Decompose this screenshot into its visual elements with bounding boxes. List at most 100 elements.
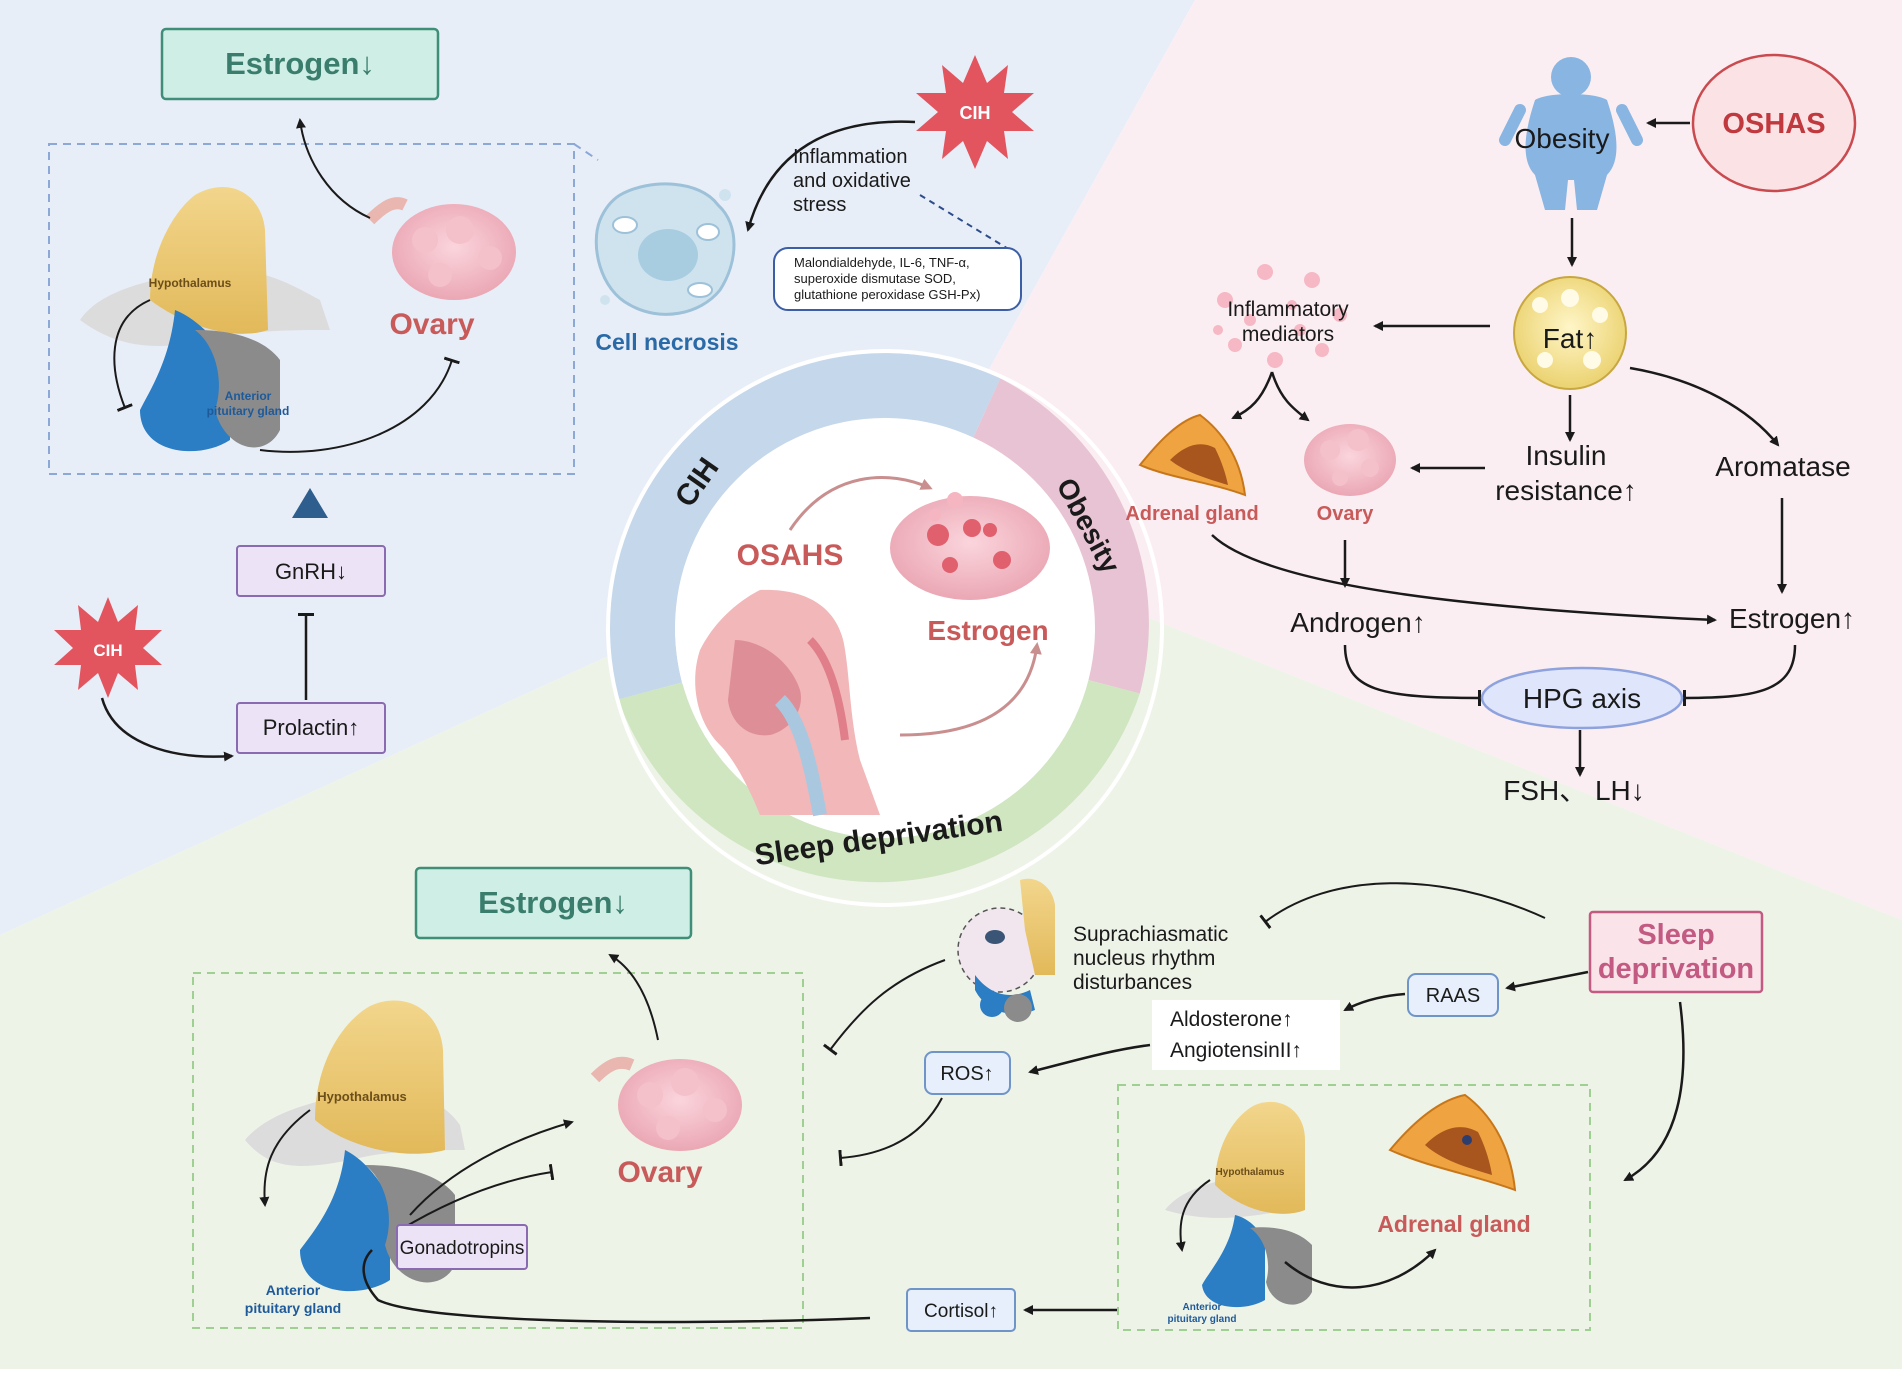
sleep-deprivation-line-2: deprivation (1598, 953, 1754, 985)
ring-sector-obesity (972, 378, 1149, 694)
raas-box (1407, 973, 1499, 1017)
cih-ovary-label: Ovary (389, 308, 474, 341)
cortisol-box (906, 1288, 1016, 1332)
cih-inhibit-pit-ovary (259, 356, 460, 453)
obese-person-icon (1499, 57, 1643, 210)
cih-pituitary-label-2: pituitary gland (207, 404, 290, 418)
aldosterone-box (1152, 1000, 1340, 1070)
markers-box (773, 247, 1022, 311)
small-pituitary-label-1: Anterior (1183, 1302, 1222, 1313)
obesity-ovary-illustration (1304, 424, 1396, 496)
inflammatory-line-2: mediators (1242, 323, 1334, 346)
small-pituitary-label-2: pituitary gland (1168, 1314, 1237, 1325)
sleep-hypo-to-pit-arrow (259, 1109, 311, 1207)
gnrh-box (236, 545, 386, 597)
estrogen-up-label: Estrogen↑ (1729, 603, 1855, 634)
raas-label: RAAS (1426, 985, 1480, 1007)
obesity-adrenal-label: Adrenal gland (1125, 503, 1258, 525)
cih-pituitary-label-1: Anterior (225, 389, 272, 403)
sleep-pituitary-label-1: Anterior (266, 1282, 321, 1298)
cih-arrow-ovary-to-estrogen (296, 118, 371, 219)
scn-line-1: Suprachiasmatic (1073, 923, 1228, 946)
small-hypothalamus-illustration (1165, 1101, 1312, 1308)
gnrh-label: GnRH↓ (275, 559, 347, 584)
androgen-label: Androgen↑ (1290, 607, 1425, 638)
androgen-inhibits-hpg (1343, 644, 1482, 707)
small-hypo-to-pit-arrow (1175, 1179, 1211, 1252)
cih-burst-top (916, 55, 1034, 169)
ros-inhibits-ovary (838, 1097, 943, 1167)
sleep-to-raas (1505, 970, 1589, 992)
inflammatory-dots (1213, 264, 1347, 368)
markers-line-2: superoxide dismutase SOD, (794, 271, 956, 286)
sleep-pituitary-label-2: pituitary gland (245, 1300, 341, 1316)
insulin-line-1: Insulin (1526, 440, 1607, 471)
fat-to-aromatase (1629, 366, 1780, 447)
center-arrow-to-ovary (788, 476, 933, 531)
center-arrow-to-estrogen (899, 642, 1042, 737)
hpg-axis-label: HPG axis (1523, 683, 1641, 714)
head-airway-illustration (695, 589, 880, 817)
sleep-axis-dashed-frame (192, 972, 804, 1329)
prolactin-box (236, 702, 386, 754)
center-osahs-label: OSAHS (737, 539, 844, 572)
cih-up-triangle (292, 488, 328, 518)
inflammation-line-1: Inflammation (793, 146, 908, 168)
gonadotropins-box (396, 1224, 528, 1270)
fat-label: Fat↑ (1543, 323, 1597, 354)
sleep-adrenal-illustration (1388, 1093, 1517, 1192)
aromatase-label: Aromatase (1715, 451, 1850, 482)
inflammatory-to-ovary (1270, 371, 1310, 422)
cih-axis-dashed-frame (48, 143, 575, 475)
cortisol-inhibits-pituitary (362, 1249, 871, 1324)
scn-inhibits-axis (823, 959, 946, 1056)
cortisol-label: Cortisol↑ (924, 1301, 998, 1322)
cih-arrow-to-cell (745, 120, 916, 232)
sleep-deprivation-line-1: Sleep (1637, 919, 1714, 951)
sleep-estrogen-box (414, 866, 693, 940)
gonadotropins-label: Gonadotropins (400, 1238, 525, 1259)
adrenal-to-estrogen (1211, 534, 1717, 625)
sleep-ovary-to-estrogen (608, 953, 659, 1041)
insulin-line-2: resistance↑ (1495, 475, 1637, 506)
oshas-circle (1691, 53, 1857, 193)
sleep-estrogen-label: Estrogen↓ (478, 885, 628, 920)
cih-burst-left-label: CIH (93, 641, 122, 660)
oshas-label: OSHAS (1722, 108, 1825, 140)
sleep-deprivation-box (1588, 910, 1764, 994)
cih-estrogen-box (160, 27, 440, 101)
angiotensin-label: AngiotensinII↑ (1170, 1039, 1302, 1062)
ring-sector-cih (609, 353, 1001, 700)
fsh-lh-label: FSH、 LH↓ (1503, 775, 1645, 806)
scn-illustration (957, 878, 1055, 1022)
markers-line-3: glutathione peroxidase GSH-Px) (794, 287, 980, 302)
inflammation-line-3: stress (793, 194, 846, 216)
markers-line-1: Malondialdehyde, IL-6, TNF-α, (794, 255, 970, 270)
sleep-inhibits-scn (1259, 882, 1546, 929)
scn-line-2: nucleus rhythm (1073, 947, 1215, 970)
prolactin-label: Prolactin↑ (263, 715, 360, 740)
sleep-ovary-label: Ovary (617, 1156, 702, 1189)
cih-inhibit-hypo-pit (113, 299, 151, 412)
raas-to-aldosterone (1343, 992, 1406, 1012)
sleep-adrenal-dashed-frame (1117, 1084, 1591, 1331)
cih-hypothalamus-illustration (80, 187, 330, 452)
inflammation-line-2: and oxidative (793, 170, 911, 192)
obesity-adrenal-illustration (1138, 413, 1247, 497)
cell-necrosis-label: Cell necrosis (595, 329, 738, 355)
scn-line-3: disturbances (1073, 971, 1192, 994)
cih-ovary-illustration (365, 197, 516, 300)
aldosterone-to-ros (1028, 1043, 1151, 1075)
small-hypothalamus-label: Hypothalamus (1216, 1167, 1285, 1178)
cih-sector-bg (0, 0, 1195, 935)
sleep-ovary-illustration (590, 1056, 742, 1151)
cih-burst-left (54, 597, 162, 698)
ros-label: ROS↑ (940, 1063, 993, 1085)
cih-arrow-to-prolactin (100, 697, 234, 762)
cih-hypothalamus-label: Hypothalamus (149, 276, 232, 290)
estrogen-inhibits-hpg (1682, 644, 1797, 707)
sleep-adrenal-label: Adrenal gland (1377, 1211, 1530, 1237)
aldosterone-label: Aldosterone↑ (1170, 1008, 1293, 1031)
